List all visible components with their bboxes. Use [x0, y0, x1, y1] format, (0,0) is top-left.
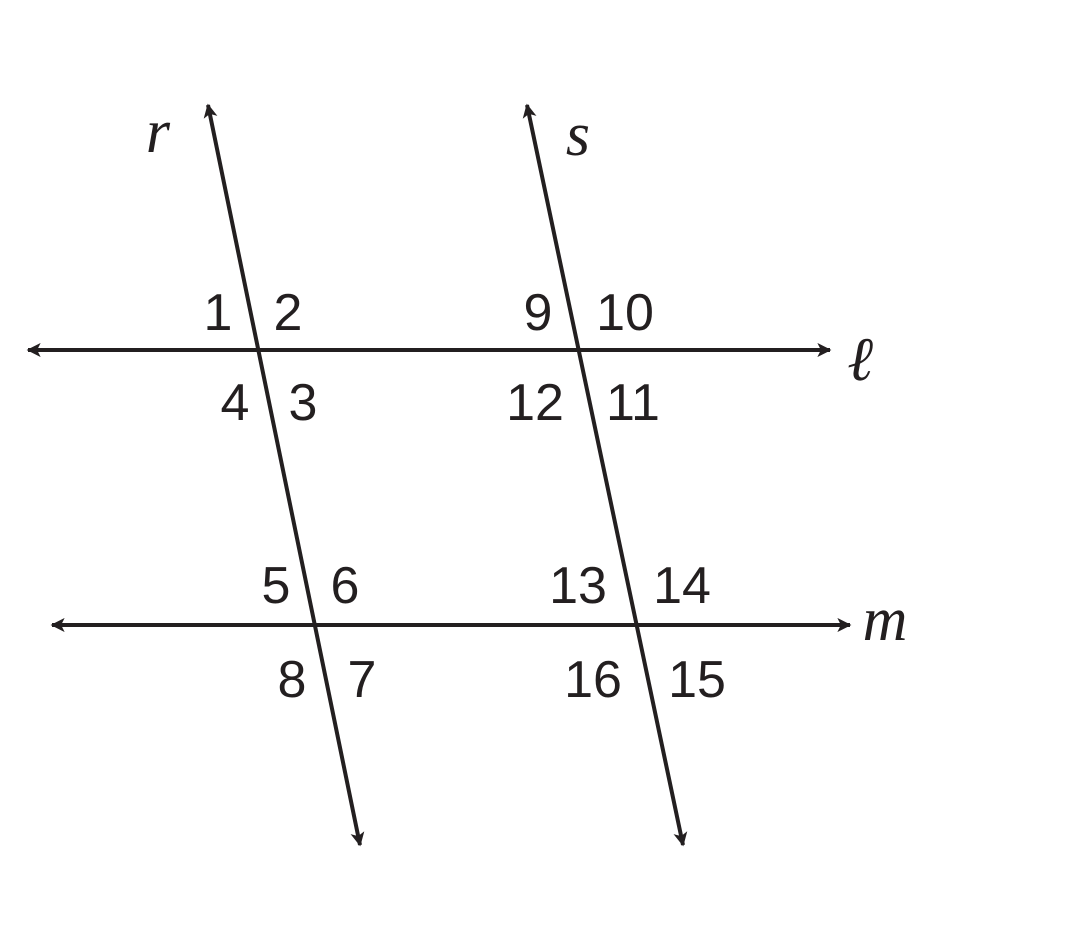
angle-label: 12 [506, 374, 564, 432]
angle-label: 5 [262, 557, 291, 615]
angle-label: 3 [289, 374, 318, 432]
angle-label: 14 [653, 557, 711, 615]
angle-label: 11 [606, 374, 660, 432]
angle-label: 1 [204, 284, 233, 342]
angle-label: 6 [331, 557, 360, 615]
angle-label: 7 [348, 651, 377, 709]
line-r [203, 103, 365, 847]
angle-label: 10 [596, 284, 654, 342]
line-label-s: s [566, 101, 590, 169]
angle-label: 8 [278, 651, 307, 709]
angle-label: 15 [668, 651, 726, 709]
angle-label: 2 [274, 284, 303, 342]
line-label-r: r [146, 98, 171, 166]
line-label-m: m [863, 586, 908, 654]
angle-label: 13 [549, 557, 607, 615]
angle-label: 16 [564, 651, 622, 709]
line-label-l: ℓ [847, 326, 873, 394]
line-s [522, 103, 688, 847]
angle-label: 4 [221, 374, 250, 432]
angle-label: 9 [524, 284, 553, 342]
